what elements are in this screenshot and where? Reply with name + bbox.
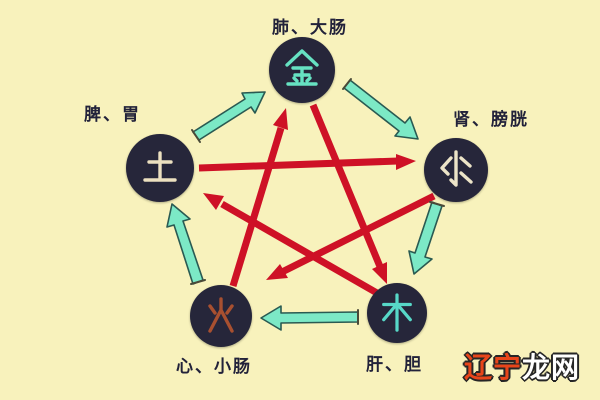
generating-arrow-fire-to-earth (166, 203, 204, 285)
overcoming-arrow-earth-to-water-head (396, 154, 416, 170)
overcoming-arrow-water-to-fire-head (266, 264, 288, 280)
overcoming-cycle-arrows (198, 103, 436, 297)
generating-arrow-metal-to-water-tail-tick (342, 78, 352, 90)
overcoming-arrow-wood-to-earth-shaft (220, 200, 379, 297)
organ-label-wood-liver: 肝、胆 (366, 355, 423, 374)
generating-arrow-earth-to-metal-tail-tick (191, 129, 201, 143)
overcoming-arrow-fire-to-metal-shaft (229, 126, 285, 288)
water-character-glyph (440, 150, 473, 187)
element-node-earth (126, 134, 194, 202)
overcoming-arrow-fire-to-metal-head (273, 108, 288, 130)
organ-label-earth-spleen: 脾、胃 (84, 105, 141, 124)
watermark-text-red: 辽宁 (464, 352, 523, 383)
generating-arrow-metal-to-water (343, 79, 419, 140)
organ-label-metal-lungs: 肺、大肠 (272, 18, 348, 37)
metal-character-glyph (285, 49, 319, 86)
watermark-text-white: 龙网 (522, 352, 581, 383)
organ-label-water-kidneys: 肾、膀胱 (453, 110, 529, 129)
generating-arrow-earth-to-metal (192, 91, 266, 141)
generating-arrow-fire-to-earth-tail-tick (190, 279, 206, 285)
overcoming-arrow-water-to-fire-shaft (280, 192, 436, 276)
wood-character-glyph (382, 293, 412, 332)
element-node-wood (367, 283, 427, 343)
generating-arrow-water-to-wood (408, 201, 443, 275)
overcoming-arrow-metal-to-wood-shaft (309, 103, 385, 271)
organ-label-fire-heart: 心、小肠 (176, 357, 252, 376)
fire-character-glyph (208, 297, 234, 333)
overcoming-arrow-wood-to-earth-head (203, 193, 224, 210)
generating-arrow-water-to-wood-tail-tick (429, 201, 445, 207)
generating-cycle-arrows (166, 78, 445, 331)
element-node-water (424, 138, 488, 202)
overcoming-arrow-metal-to-wood-head (372, 262, 387, 284)
element-node-metal (269, 37, 335, 103)
overcoming-arrow-earth-to-water-shaft (198, 157, 399, 172)
watermark-logo: 辽宁龙网 (464, 346, 580, 386)
generating-arrow-wood-to-fire (260, 305, 359, 331)
element-node-fire (190, 285, 252, 347)
earth-character-glyph (143, 151, 177, 182)
